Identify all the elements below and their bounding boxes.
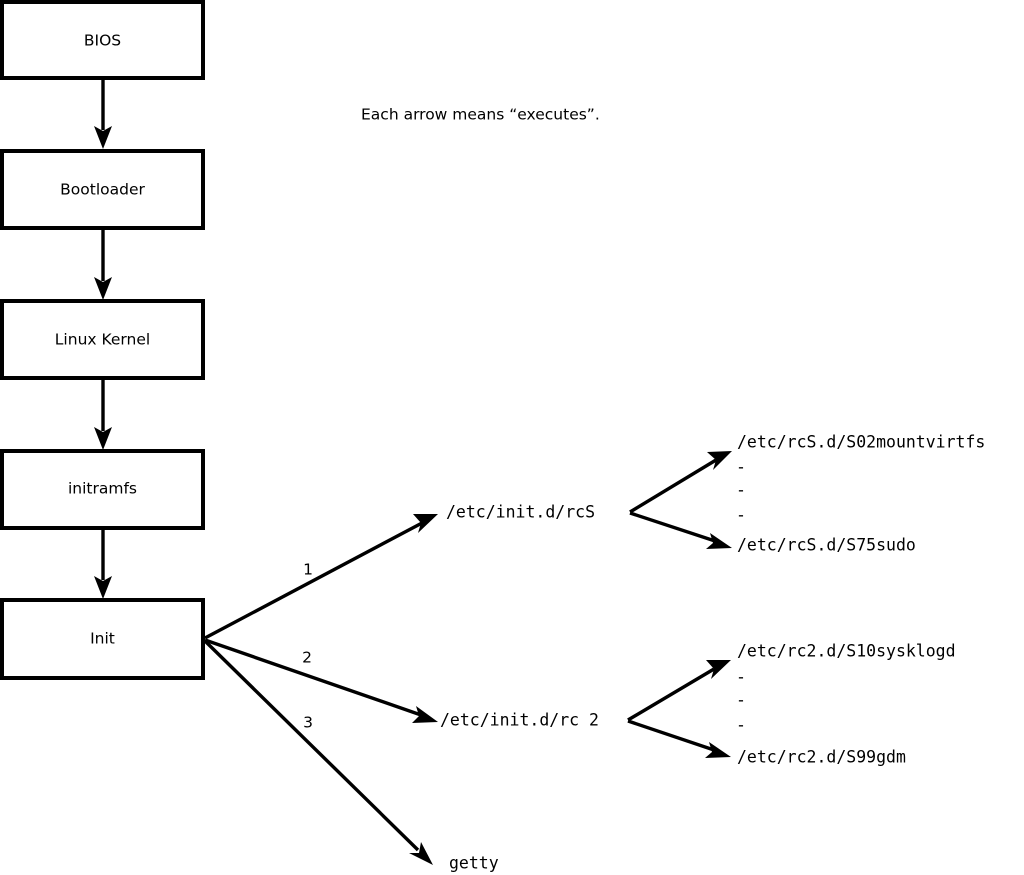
node-bootloader[interactable]: Bootloader <box>0 149 205 230</box>
branch-number-1: 1 <box>303 561 313 579</box>
rcs-ellipsis-dash-1: - <box>736 458 746 477</box>
arrow-init-branch-1 <box>204 514 438 640</box>
rcs-ellipsis-dash-3: - <box>736 506 746 525</box>
rc2-ellipsis-dash-2: - <box>736 691 746 710</box>
node-initramfs-label: initramfs <box>68 480 137 498</box>
node-initramfs[interactable]: initramfs <box>0 449 205 530</box>
arrow-rc2-to-last-script <box>627 719 731 758</box>
branch-number-2: 2 <box>302 649 312 667</box>
diagram-caption: Each arrow means “executes”. <box>361 106 600 124</box>
node-initramfs-box[interactable] <box>0 449 205 530</box>
rc2-script-last[interactable]: /etc/rc2.d/S99gdm <box>737 748 906 767</box>
branch-target-rc2[interactable]: /etc/init.d/rc 2 <box>440 711 599 730</box>
node-bios[interactable]: BIOS <box>0 0 205 80</box>
rc2-ellipsis-dash-1: - <box>736 668 746 687</box>
branch-target-rcs[interactable]: /etc/init.d/rcS <box>446 503 595 522</box>
node-init-label: Init <box>90 630 115 648</box>
node-linux-kernel[interactable]: Linux Kernel <box>0 299 205 380</box>
arrow-rc2-to-first-script <box>627 660 731 722</box>
node-bios-box[interactable] <box>0 0 205 80</box>
node-bootloader-label: Bootloader <box>60 181 145 199</box>
node-init-box[interactable] <box>0 598 205 680</box>
rcs-script-first[interactable]: /etc/rcS.d/S02mountvirtfs <box>737 433 985 452</box>
arrow-initramfs-to-init <box>94 528 112 599</box>
rcs-script-last[interactable]: /etc/rcS.d/S75sudo <box>737 536 916 555</box>
branch-target-getty[interactable]: getty <box>449 854 499 873</box>
arrow-rcs-to-first-script <box>629 451 732 514</box>
arrow-bootloader-to-kernel <box>94 228 112 300</box>
node-linux-kernel-label: Linux Kernel <box>55 331 150 349</box>
branch-number-3: 3 <box>303 714 313 732</box>
rc2-script-first[interactable]: /etc/rc2.d/S10sysklogd <box>737 642 956 661</box>
arrow-init-branch-2 <box>204 638 438 723</box>
rc2-ellipsis-dash-3: - <box>736 716 746 735</box>
arrow-bios-to-bootloader <box>94 78 112 149</box>
arrow-kernel-to-initramfs <box>94 378 112 450</box>
rcs-ellipsis-dash-2: - <box>736 481 746 500</box>
node-bios-label: BIOS <box>84 32 121 50</box>
arrow-rcs-to-last-script <box>629 511 732 549</box>
node-init[interactable]: Init <box>0 598 205 680</box>
arrow-init-branch-3 <box>203 639 433 865</box>
